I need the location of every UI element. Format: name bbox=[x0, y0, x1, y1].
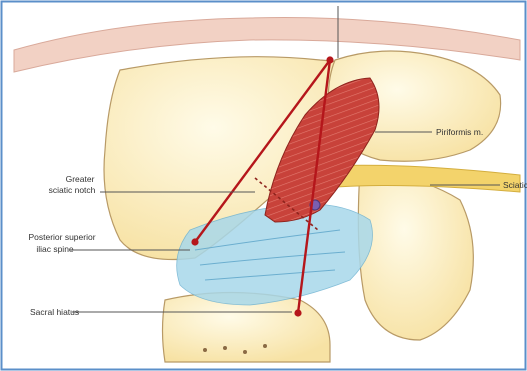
label-sciatic-nerve: Sciatic n. bbox=[503, 180, 527, 190]
label-piriformis: Piriformis m. bbox=[436, 127, 483, 137]
label-greater-notch-1: Greater bbox=[66, 174, 95, 184]
label-sacral-hiatus: Sacral hiatus bbox=[30, 307, 79, 317]
label-psis-2: iliac spine bbox=[36, 244, 74, 254]
label-greater-notch-2: sciatic notch bbox=[49, 185, 96, 195]
label-psis-1: Posterior superior bbox=[28, 232, 95, 242]
point-greater-trochanter bbox=[326, 56, 333, 63]
point-psis bbox=[191, 238, 198, 245]
point-sacral-hiatus bbox=[294, 309, 301, 316]
